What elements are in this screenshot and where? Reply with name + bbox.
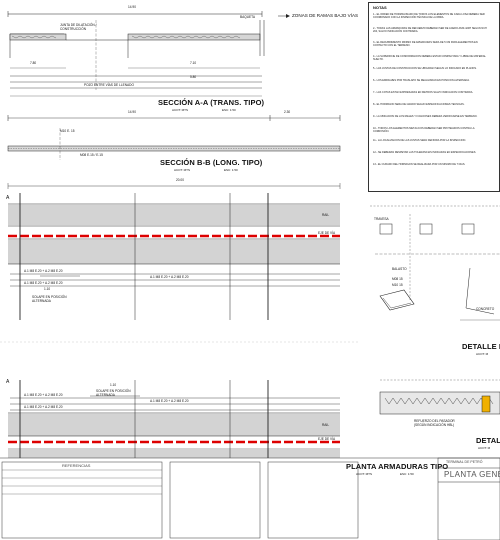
dim-1: 7.10 <box>190 61 197 65</box>
plan-rail-label: RAIL <box>322 213 330 217</box>
plan-solape-label: SOLAPE EN POSICIÓN ALTERNADA <box>32 295 67 303</box>
note-5: 5.- LAS JUNTAS DE CONSTRUCCIÓN SE UBICAR… <box>373 67 477 70</box>
plan-marker-top: A <box>6 195 10 201</box>
bb-dim-1: 2.30 <box>284 110 291 114</box>
notes-panel: NOTAS 1.- EL ORDEN DE HORMIGONADO DE TOD… <box>368 2 500 192</box>
detail-refuerzo: REFUERZO DEL PASADOR (SEGÚN INDICACIÓN H… <box>414 419 455 427</box>
note-2: 2.- TODAS LAS ARMADURAS DE REFUERZO DEBE… <box>373 27 487 34</box>
note-7: 7.- LAS COTAS ESTÁN EXPRESADAS EN METROS… <box>373 91 474 94</box>
plan-dim: 20.00 <box>176 178 184 182</box>
note-12: 12.- SE DEBERÁN RESPETAR LAS TOLERANCIAS… <box>373 151 477 154</box>
section-bb-title: SECCIÓN B-B (LONG. TIPO) <box>160 158 263 167</box>
plan-bottom-bar-row-2: A.1 M8 E.20 + A.2 M8 E.20 <box>150 399 189 403</box>
title-block-lines <box>0 457 500 540</box>
section-aa-sub2: ESC: 1:50 <box>222 108 236 112</box>
planta-sub1: ACOT: MTS <box>356 472 373 476</box>
plan-bottom-rail-label: RAIL <box>322 423 330 427</box>
bb-dim-0: 14.90 <box>128 110 136 114</box>
plan-bottom-solape-label: SOLAPE EN POSICIÓN ALTERNADA <box>96 389 131 397</box>
dim-3: 5.80 <box>190 75 197 79</box>
note-4: 4.- LA SUPERFICIE DE CONFORMACIÓN DEBERÁ… <box>373 55 486 62</box>
baqueta-label: BAQUETA <box>240 15 255 19</box>
plan-bar-row-0: A.1 M8 E.20 + A.2 M8 E.20 <box>24 269 63 273</box>
detail-right-drawing <box>370 205 500 415</box>
plan-bottom-bar-row-1: A.1 M8 E.20 + A.2 M8 E.20 <box>24 405 63 409</box>
note-6: 6.- LOS EMPALMES POR TRASLAPO SE REALIZA… <box>373 79 470 82</box>
note-3: 3.- EL RECUBRIMIENTO MÍNIMO DE ARMADURAS… <box>373 41 478 48</box>
zones-marker <box>278 14 290 18</box>
detail-sub-2: ACOT: M <box>478 446 491 450</box>
section-aa-sub1: ACOT: MTS <box>172 108 189 112</box>
plan-solape-dim: 1.10 <box>44 287 51 291</box>
plan-marker-bottom: A <box>6 379 10 385</box>
bb-bar-label: M10 E. 15 <box>60 129 75 133</box>
section-bb-drawing <box>7 115 341 160</box>
junta-label: JUNTA DE DILATACIÓN / CONSTRUCCIÓN <box>60 23 97 31</box>
section-aa-title: SECCIÓN A-A (TRANS. TIPO) <box>158 98 265 107</box>
detail-sub-1: ACOT: M <box>476 352 489 356</box>
note-8: 8.- EL HORMIGÓN SERÁ DE GRADO SEGÚN ESPE… <box>373 103 465 106</box>
note-9: 9.- LA UBICACIÓN DE LOS RIELES Y FIJACIO… <box>373 115 478 118</box>
section-bb-sub1: ACOT: MTS <box>174 168 191 172</box>
detail-concreto: CONCRETO <box>476 307 495 311</box>
detail-title-1: DETALLE D <box>462 342 500 351</box>
zones-label: ZONAS DE RAMAS BAJO VÍAS <box>292 13 359 18</box>
detail-travesa: TRAVESA <box>374 217 389 221</box>
tb-referencias: REFERENCIAS <box>62 463 91 468</box>
section-bb-sub2: ESC: 1:50 <box>224 168 238 172</box>
planta-sub2: ESC: 1:50 <box>400 472 414 476</box>
note-13: 13.- EL CURADO DEL HORMIGÓN SE REALIZARÁ… <box>373 163 466 166</box>
detail-m08: M08 15 <box>392 277 403 281</box>
tb-planta-general: PLANTA GENE <box>444 470 500 479</box>
note-1: 1.- EL ORDEN DE HORMIGONADO DE TODOS LOS… <box>373 13 485 20</box>
plan-top-drawing <box>7 183 341 320</box>
plan-bottom-eje-label: EJE DE VÍA <box>318 437 336 441</box>
plan-bottom-bar-row-0: A.1 M8 E.20 + A.2 M8 E.20 <box>24 393 63 397</box>
plan-bottom-drawing <box>8 380 340 458</box>
note-10: 10.- TODOS LOS ELEMENTOS METÁLICOS DEBER… <box>373 127 475 134</box>
pozo-label: POZO ENTRE VÍAS DE LLENADO <box>84 83 134 87</box>
plan-eje-label: EJE DE VÍA <box>318 231 336 235</box>
tb-terminal: TERMINAL DE PETRÓ <box>446 460 483 464</box>
detail-balasto: BALASTO <box>392 267 407 271</box>
section-aa-drawing <box>7 11 265 97</box>
detail-title-2: DETALLE <box>476 436 500 445</box>
plan-bottom-solape-dim: 1.10 <box>110 383 117 387</box>
dim-top: 14.90 <box>128 5 136 9</box>
plan-bar-row-2: A.1 M8 E.20 + A.2 M8 E.20 <box>150 275 189 279</box>
bb-bar-label2: M08 E.15 / E.15 <box>80 153 103 157</box>
planta-title: PLANTA ARMADURAS TIPO <box>346 462 449 471</box>
plan-bar-row-1: A.1 M8 E.20 + A.2 M8 E.20 <box>24 281 63 285</box>
note-11: 11.- LA LOCALIZACIÓN DE LAS JUNTAS SERÁ … <box>373 139 466 142</box>
notes-header: NOTAS <box>373 5 387 10</box>
detail-m10: M10 15 <box>392 283 403 287</box>
dim-2: 7.80 <box>30 61 37 65</box>
